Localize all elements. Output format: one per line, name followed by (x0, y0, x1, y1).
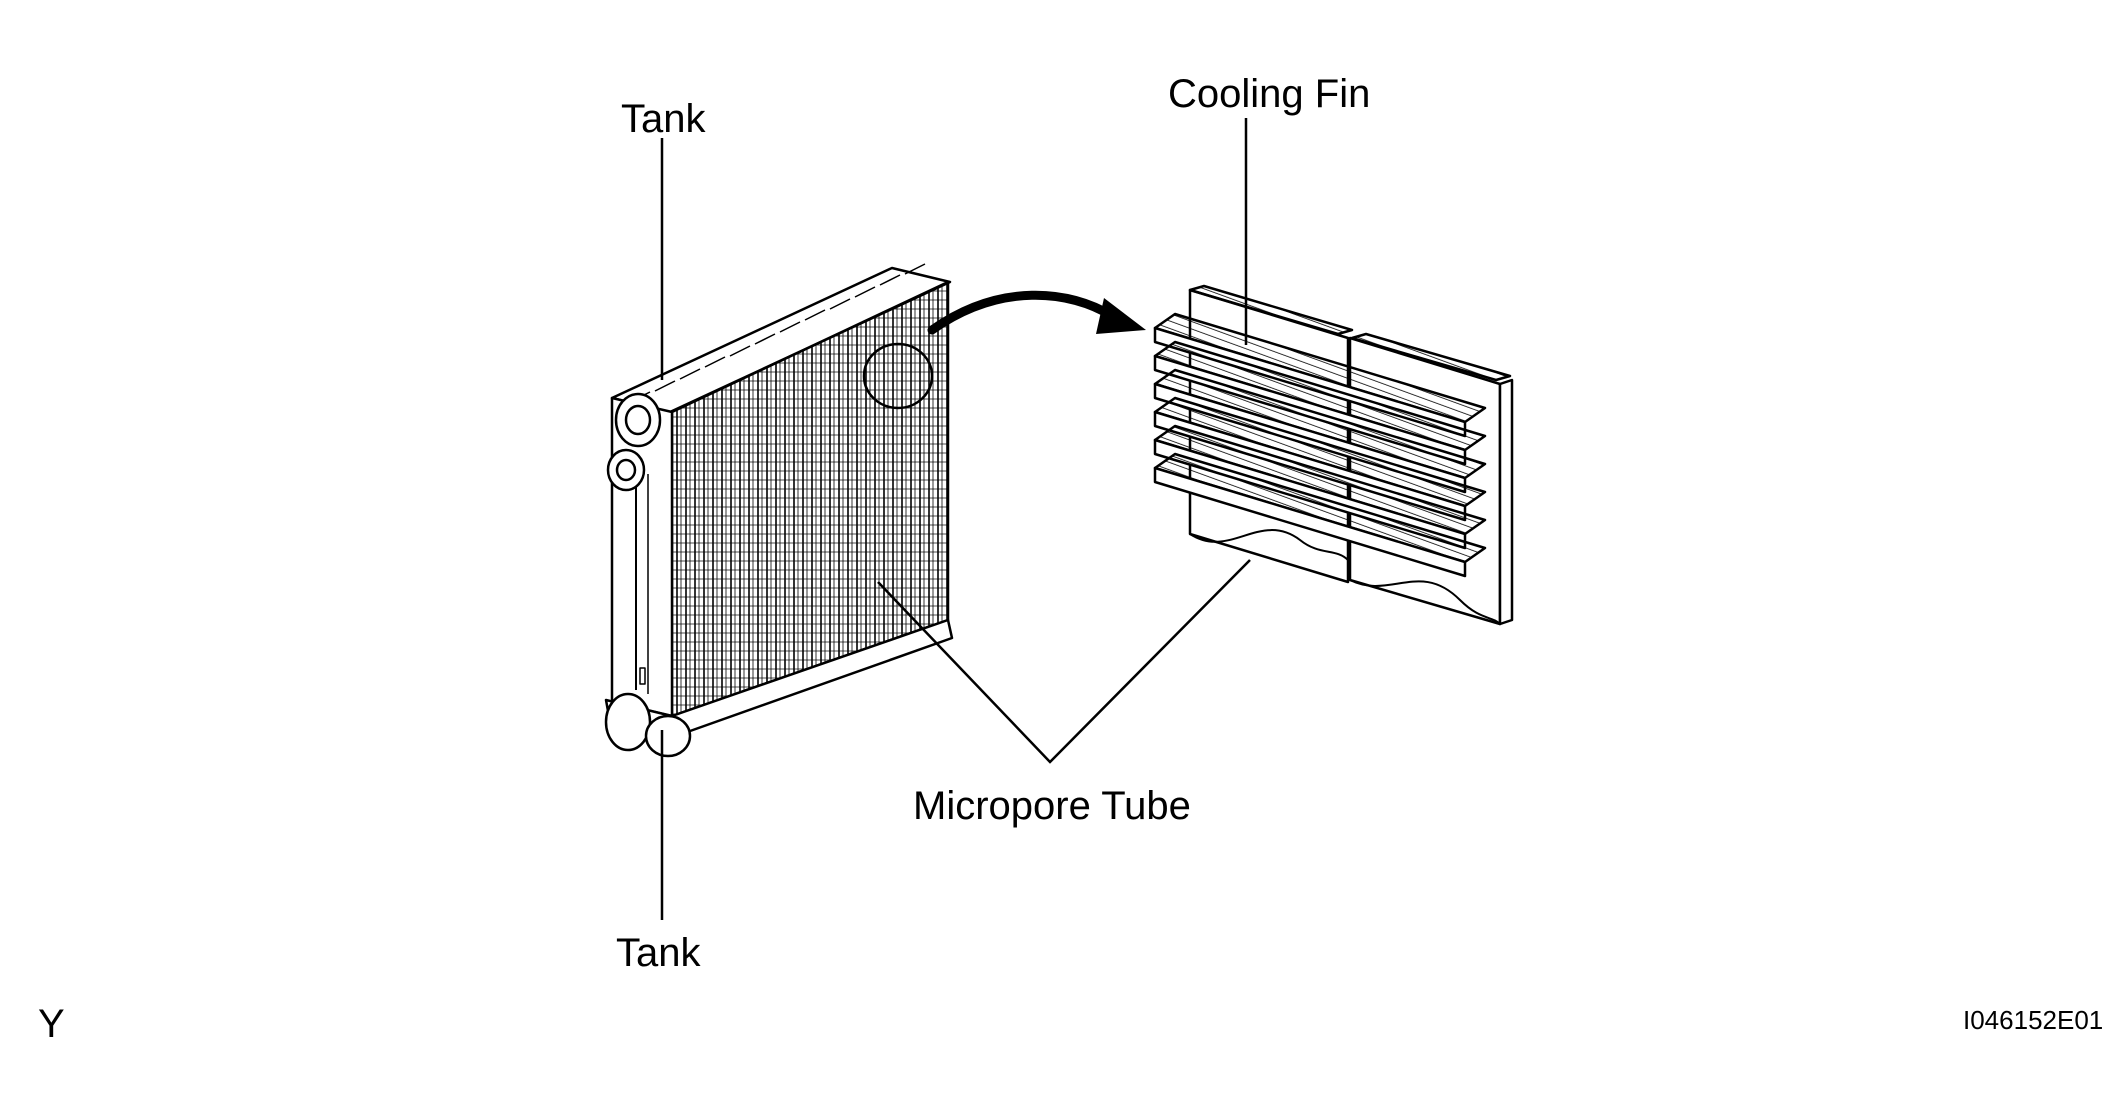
leader-lines (660, 118, 1251, 920)
micropore-tube-label: Micropore Tube (913, 784, 1191, 828)
arrow-head (1096, 298, 1146, 334)
tank-bottom-label: Tank (616, 931, 701, 975)
detail-circle (862, 342, 934, 410)
fin-stack (1153, 312, 1487, 578)
corner-letter: Y (38, 1002, 65, 1046)
tank-top-label: Tank (621, 97, 706, 141)
top-tank-ribs (629, 263, 926, 403)
cooling-fin-label: Cooling Fin (1168, 72, 1371, 116)
figure-id: I046152E01 (1963, 1005, 2104, 1035)
detail-enlargement (1153, 284, 1514, 626)
evaporator (604, 263, 954, 758)
leader-micropore-tube (877, 559, 1251, 764)
detail-arrow (927, 290, 1146, 335)
